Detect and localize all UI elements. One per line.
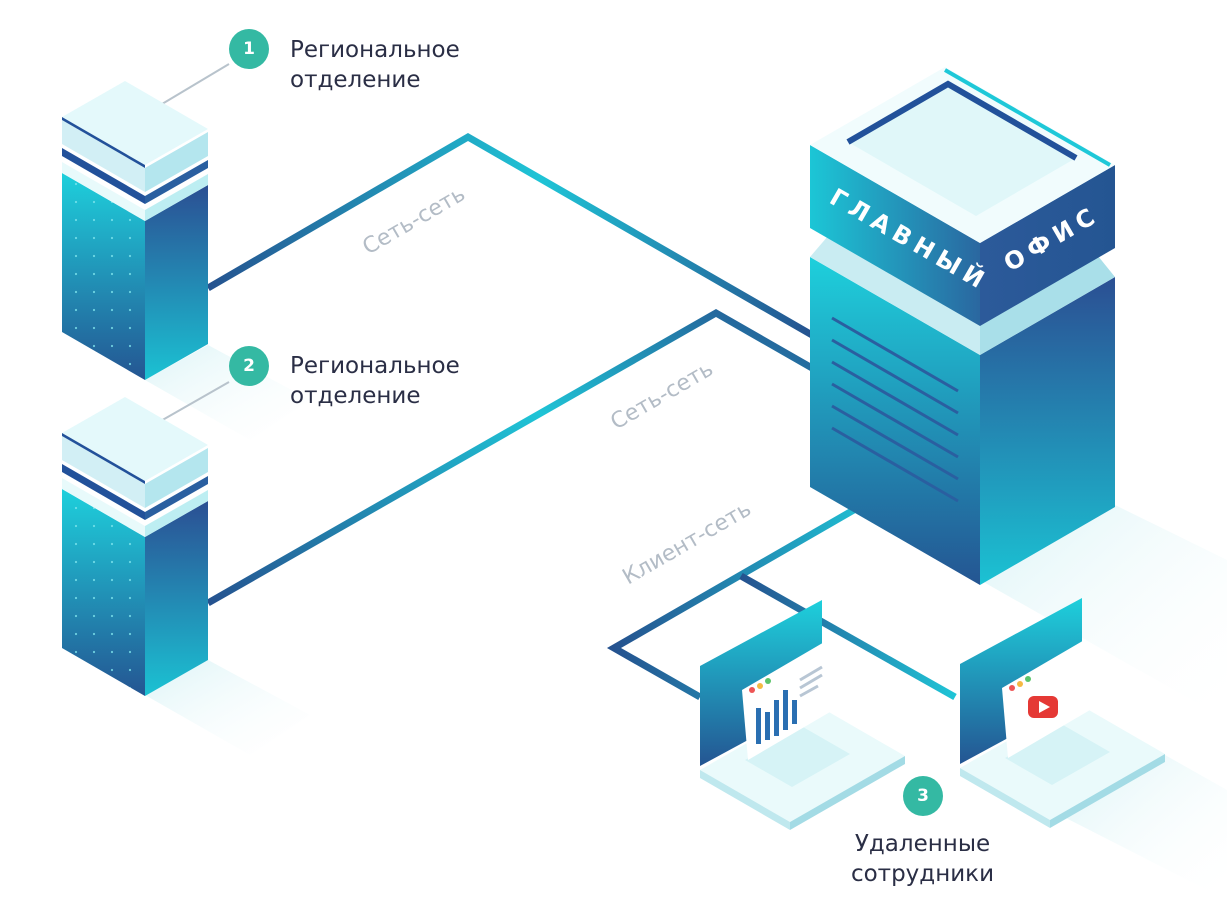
badge-remote: 3 — [903, 776, 943, 816]
callout-branch-1-line-1: Региональное — [290, 37, 460, 63]
callout-line-1 — [151, 63, 230, 111]
laptop-2 — [960, 598, 1165, 828]
callout-line-2 — [151, 381, 230, 427]
callout-branch-2-line-2: отделение — [290, 383, 421, 409]
head-office-shadow — [980, 505, 1227, 720]
link-remote — [606, 492, 880, 701]
server-branch-1 — [62, 81, 208, 380]
server-branch-2 — [62, 397, 208, 696]
play-icon — [1028, 696, 1058, 718]
server-2-shadow — [145, 660, 310, 755]
callout-branch-1-line-2: отделение — [290, 67, 421, 93]
vent-lines — [831, 316, 959, 503]
server-1-shadow — [145, 345, 310, 440]
link-branch-2 — [206, 308, 814, 607]
video-window-icon — [1002, 639, 1090, 758]
callout-remote-line-2: сотрудники — [850, 861, 995, 887]
callout-branch-2: Региональное отделение — [290, 351, 460, 411]
chart-window-icon — [742, 641, 830, 760]
callout-remote-line-1: Удаленные — [854, 831, 991, 857]
callout-branch-1: Региональное отделение — [290, 35, 460, 95]
head-office-building: ГЛАВНЫЙ ОФИС — [810, 67, 1115, 585]
badge-branch-1: 1 — [229, 29, 269, 69]
link-branch-1 — [206, 132, 814, 339]
callout-remote: Удаленные сотрудники — [835, 829, 1010, 889]
callout-branch-2-line-1: Региональное — [290, 353, 460, 379]
laptop-1 — [700, 600, 905, 830]
badge-branch-2: 2 — [229, 346, 269, 386]
link-remote-2 — [739, 572, 957, 701]
